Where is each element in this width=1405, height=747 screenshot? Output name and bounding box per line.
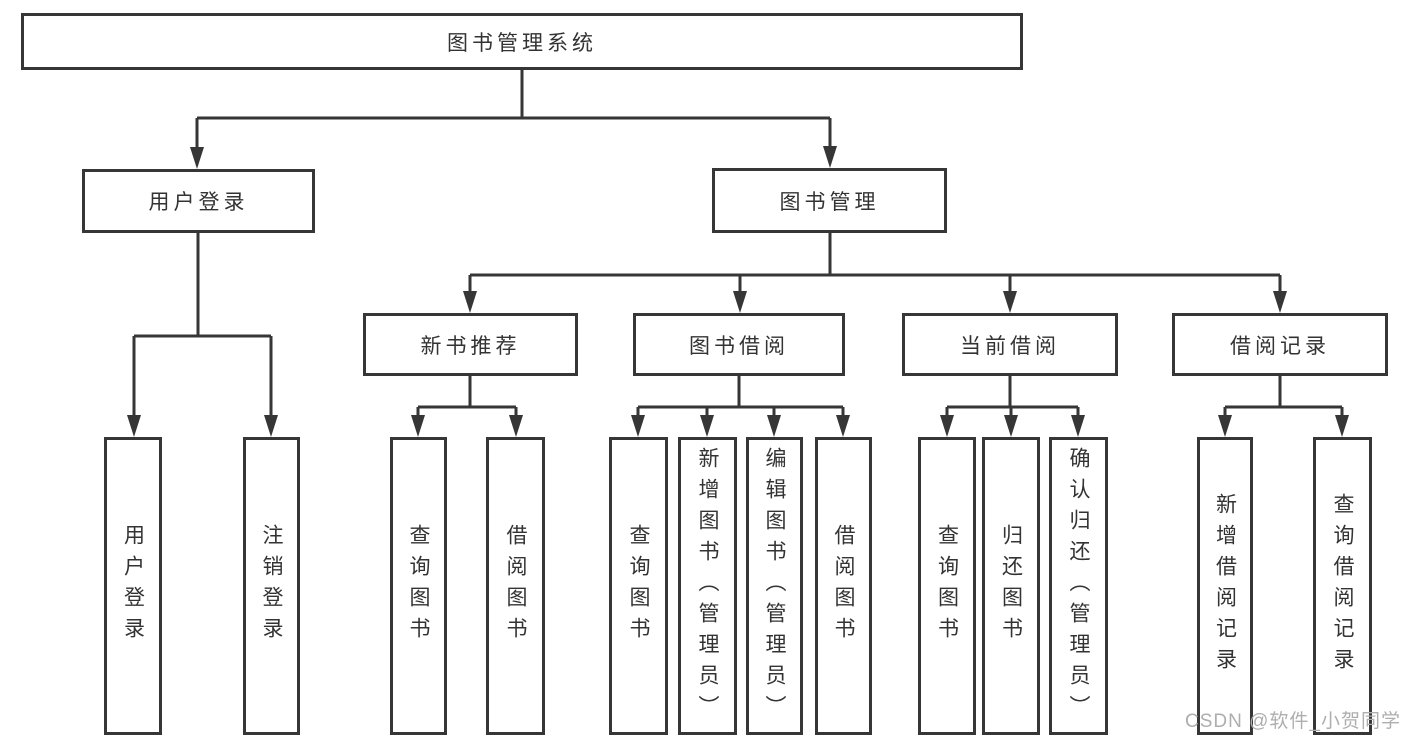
leaf-logout: 注销登录 (243, 437, 300, 735)
node-root-label: 图书管理系统 (447, 31, 597, 55)
leaf-recommend-borrow-book: 借阅图书 (486, 437, 545, 735)
node-borrow-record: 借阅记录 (1172, 313, 1388, 376)
leaf-borrow-book: 借阅图书 (815, 437, 872, 735)
leaf-add-borrow-record: 新增借阅记录 (1197, 437, 1253, 735)
connector-current-borrow-to-leaves (940, 376, 1085, 437)
leaf-recommend-query-book-label: 查询图书 (407, 524, 430, 648)
leaf-add-book-admin: 新增图书（管理员） (678, 437, 737, 735)
leaf-borrow-query-book-label: 查询图书 (627, 524, 650, 648)
leaf-recommend-borrow-book-label: 借阅图书 (504, 524, 527, 648)
node-root: 图书管理系统 (21, 13, 1023, 70)
leaf-user-login: 用户登录 (104, 437, 162, 735)
node-book-borrow-label: 图书借阅 (689, 334, 789, 358)
connector-new-book-recommend-to-leaves (411, 376, 523, 437)
node-book-borrow: 图书借阅 (633, 313, 845, 376)
leaf-return-book-label: 归还图书 (999, 524, 1023, 648)
connector-borrow-record-to-leaves (1218, 376, 1349, 437)
leaf-return-book: 归还图书 (982, 437, 1040, 735)
node-book-management-label: 图书管理 (779, 190, 880, 214)
csdn-watermark: CSDN @软件_小贺同学 (1185, 711, 1401, 732)
leaf-query-borrow-record: 查询借阅记录 (1313, 437, 1372, 735)
leaf-add-borrow-record-label: 新增借阅记录 (1213, 493, 1237, 679)
node-new-book-recommend: 新书推荐 (363, 313, 578, 376)
node-current-borrow: 当前借阅 (902, 313, 1118, 376)
leaf-borrow-book-label: 借阅图书 (832, 524, 855, 648)
connector-book-management-to-level3 (463, 233, 1287, 313)
leaf-edit-book-admin-label: 编辑图书（管理员） (763, 446, 786, 726)
node-user-login: 用户登录 (82, 169, 315, 233)
leaf-current-query-book-label: 查询图书 (935, 524, 959, 648)
connector-user-login-to-leaves (127, 233, 278, 437)
leaf-edit-book-admin: 编辑图书（管理员） (746, 437, 803, 735)
connector-root-to-level2 (190, 70, 837, 169)
leaf-add-book-admin-label: 新增图书（管理员） (696, 446, 719, 726)
node-borrow-record-label: 借阅记录 (1230, 334, 1330, 358)
leaf-recommend-query-book: 查询图书 (390, 437, 447, 735)
leaf-confirm-return-admin-label: 确认归还（管理员） (1067, 446, 1090, 726)
leaf-borrow-query-book: 查询图书 (609, 437, 668, 735)
node-current-borrow-label: 当前借阅 (960, 334, 1060, 358)
node-user-login-label: 用户登录 (148, 191, 249, 214)
node-new-book-recommend-label: 新书推荐 (420, 334, 521, 358)
connector-book-borrow-to-leaves (631, 376, 850, 437)
leaf-current-query-book: 查询图书 (918, 437, 976, 735)
leaf-confirm-return-admin: 确认归还（管理员） (1049, 437, 1108, 735)
leaf-user-login-label: 用户登录 (121, 524, 145, 648)
node-book-management: 图书管理 (712, 168, 947, 233)
leaf-query-borrow-record-label: 查询借阅记录 (1331, 493, 1354, 679)
leaf-logout-label: 注销登录 (260, 524, 283, 648)
